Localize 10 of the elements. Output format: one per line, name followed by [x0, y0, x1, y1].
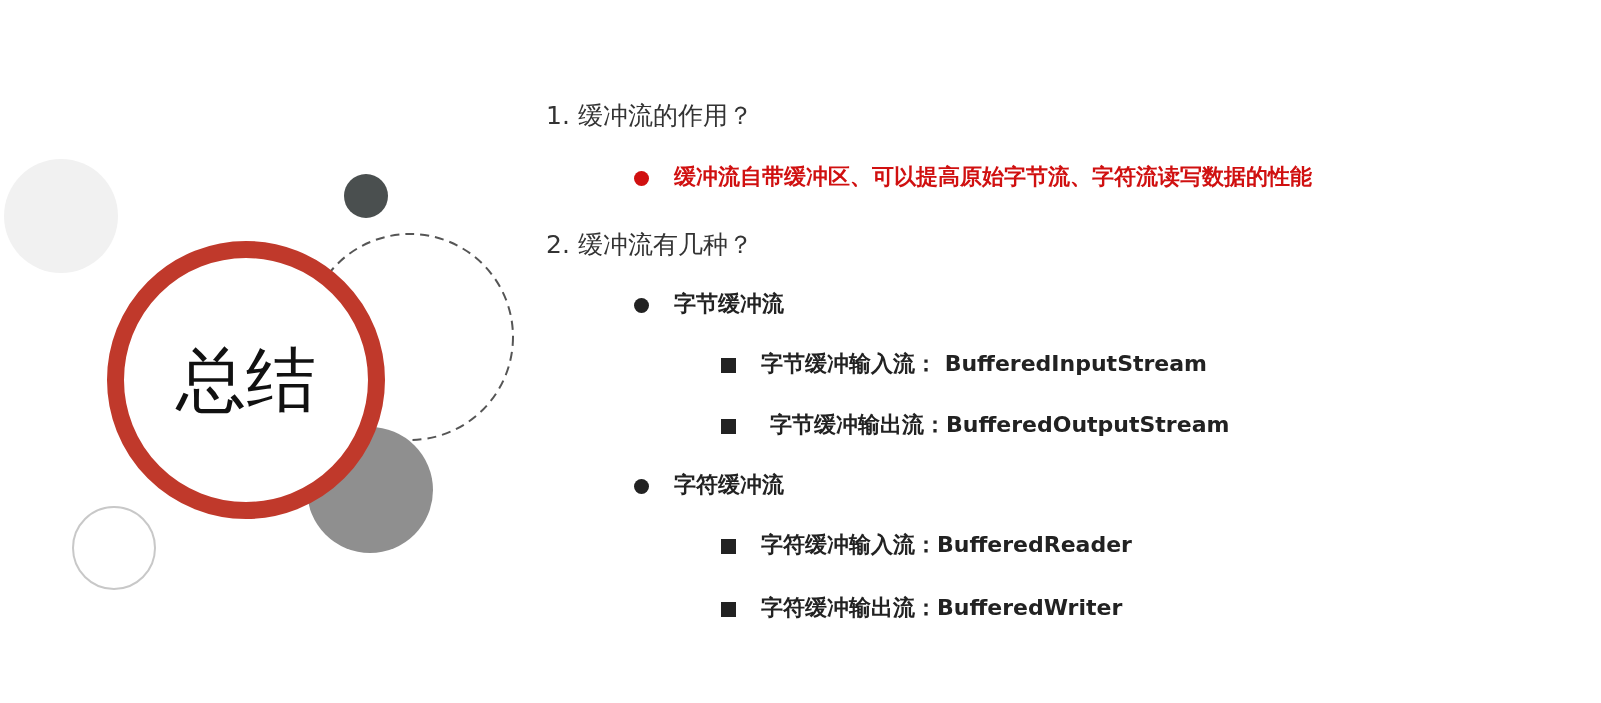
list-item: 字符缓冲输出流：BufferedWriter — [761, 596, 1123, 619]
list-item: 字节缓冲流 — [674, 292, 784, 315]
question-text: 1. 缓冲流的作用？ — [546, 103, 753, 129]
list-item: 字符缓冲输入流：BufferedReader — [761, 533, 1132, 556]
title-circle: 总结 — [107, 241, 385, 519]
answer-text: 缓冲流自带缓冲区、可以提高原始字节流、字符流读写数据的性能 — [674, 165, 1312, 188]
list-item: 字符缓冲流 — [674, 473, 784, 496]
list-item: 字节缓冲输入流： BufferedInputStream — [761, 352, 1208, 375]
list-item: 字节缓冲输出流：BufferedOutputStream — [770, 413, 1230, 436]
question-text: 2. 缓冲流有几种？ — [546, 232, 753, 258]
